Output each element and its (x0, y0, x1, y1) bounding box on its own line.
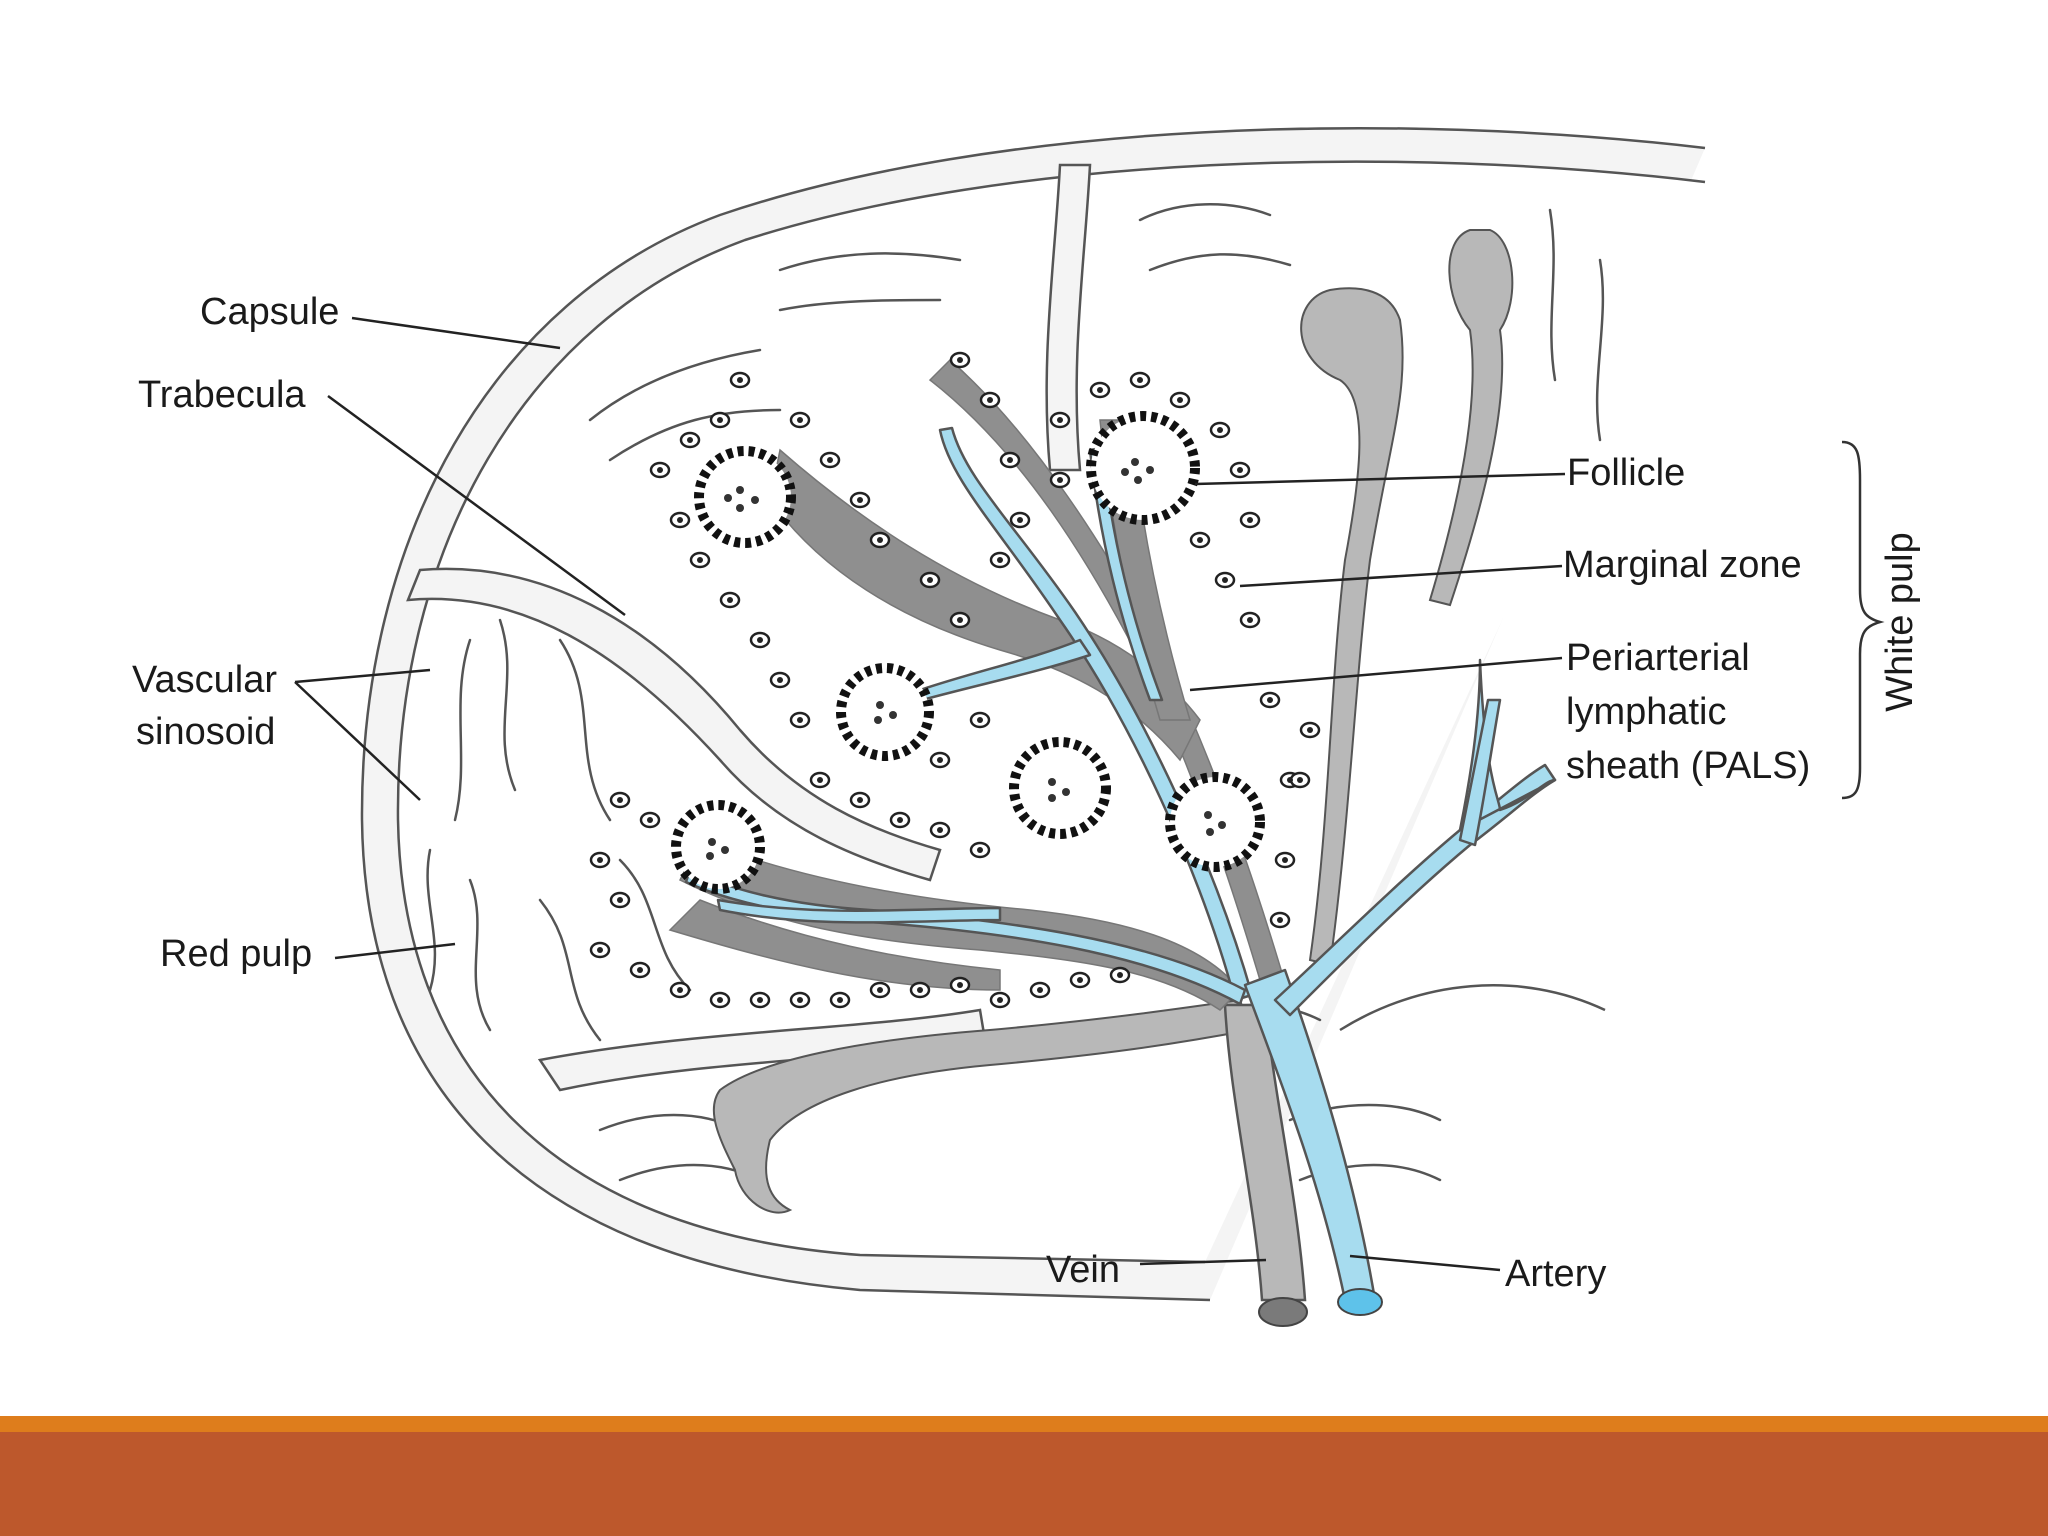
label-artery: Artery (1505, 1253, 1607, 1295)
label-red-pulp: Red pulp (160, 933, 313, 975)
vein-trunk (1223, 1003, 1307, 1302)
marginal-zone-nuclei (597, 357, 1313, 1003)
vein-end (1258, 1297, 1308, 1327)
leader-lines (294, 316, 1566, 1272)
label-vascular-line2: sinosoid (136, 711, 276, 753)
label-vein: Vein (1046, 1249, 1120, 1291)
label-marginal-zone: Marginal zone (1563, 544, 1802, 586)
artery-end (1337, 1288, 1383, 1316)
label-vascular-line1: Vascular (132, 659, 278, 701)
trabecular-vein-upper (1300, 287, 1404, 967)
label-pals-line2: lymphatic (1566, 691, 1727, 733)
footer-bar (0, 1432, 2048, 1536)
trabecula-top (1045, 163, 1092, 472)
label-follicle: Follicle (1567, 452, 1686, 494)
trabecula-bottom (537, 1008, 987, 1092)
label-trabecula: Trabecula (138, 374, 306, 416)
follicles (671, 411, 1265, 894)
trabecular-vein-lower (712, 998, 1252, 1214)
trabecula-diagonal (406, 567, 942, 882)
trabecular-vein-right (1428, 229, 1514, 607)
vascular-sinusoids (426, 203, 1605, 1182)
label-pals-line3: sheath (PALS) (1566, 745, 1811, 787)
tissue-edge (1339, 984, 1606, 1032)
label-white-pulp: White pulp (1879, 532, 1921, 712)
follicle-centers (706, 458, 1226, 860)
spleen-diagram (294, 126, 1885, 1327)
artery-branches (684, 426, 1557, 1302)
label-pals-line1: Periarterial (1566, 637, 1750, 679)
white-pulp-brace (1841, 440, 1885, 800)
footer-accent-bar (0, 1416, 2048, 1432)
label-capsule: Capsule (200, 291, 340, 333)
